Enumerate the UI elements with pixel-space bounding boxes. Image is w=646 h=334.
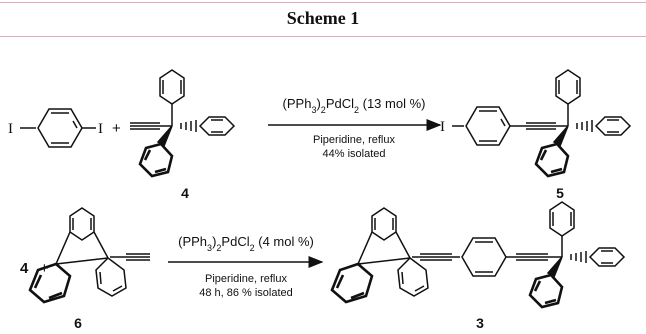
scheme-title: Scheme 1 xyxy=(286,8,360,28)
conditions-1-line1: Piperidine, reflux xyxy=(313,134,395,146)
plus-sign-2: + xyxy=(40,260,49,277)
top-rule xyxy=(0,2,646,3)
reaction-1 xyxy=(20,69,632,178)
bottom-rule xyxy=(0,36,646,37)
compound-4-label: 4 xyxy=(181,185,189,201)
compound-5-label: 5 xyxy=(556,185,564,201)
product-iodo-label: I xyxy=(440,119,445,135)
hashed-wedge xyxy=(180,120,197,132)
product-5-structure xyxy=(452,69,632,178)
conditions-2-line1: Piperidine, reflux xyxy=(205,273,287,285)
plus-sign-1: + xyxy=(112,120,121,137)
triptycene-alkyne-structure xyxy=(28,207,150,304)
iodo-left-label: I xyxy=(8,121,13,137)
product-3-structure xyxy=(330,201,626,309)
reagent-1-label: (PPh3)2PdCl2 (13 mol %) xyxy=(283,96,426,115)
conditions-2-line2: 48 h, 86 % isolated xyxy=(199,287,293,299)
trityl-acetylene-structure xyxy=(130,69,236,178)
reagent-2-label: (PPh3)2PdCl2 (4 mol %) xyxy=(178,234,314,253)
compound-6-label: 6 xyxy=(74,315,82,331)
iodo-right-label: I xyxy=(98,121,103,137)
compound-4-ref-label: 4 xyxy=(20,260,29,277)
reaction-2 xyxy=(28,201,626,309)
conditions-1-line2: 44% isolated xyxy=(323,148,386,160)
compound-3-label: 3 xyxy=(476,315,484,331)
diiodobenzene-structure xyxy=(20,108,96,148)
